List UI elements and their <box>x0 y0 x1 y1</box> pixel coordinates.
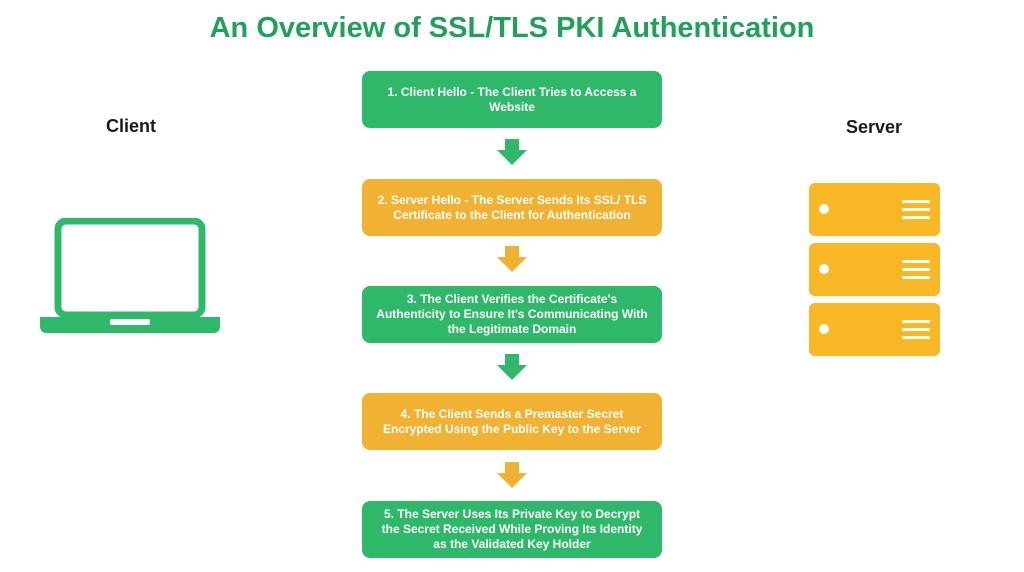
server-light-icon <box>819 324 829 334</box>
page-title: An Overview of SSL/TLS PKI Authenticatio… <box>209 12 815 44</box>
server-vent-icon <box>902 260 930 279</box>
arrow-down-icon <box>497 462 527 488</box>
laptop-icon <box>40 218 220 333</box>
server-unit <box>809 303 940 356</box>
step-2-server-hello: 2. Server Hello - The Server Sends Its S… <box>362 179 662 236</box>
step-5-decrypt-secret: 5. The Server Uses Its Private Key to De… <box>362 501 662 558</box>
arrow-down-icon <box>497 139 527 165</box>
server-vent-icon <box>902 200 930 219</box>
server-label: Server <box>846 117 903 137</box>
server-light-icon <box>819 264 829 274</box>
step-1-client-hello: 1. Client Hello - The Client Tries to Ac… <box>362 71 662 128</box>
laptop-screen <box>54 218 206 319</box>
client-label: Client <box>106 116 157 136</box>
arrow-down-icon <box>497 354 527 380</box>
server-vent-icon <box>902 320 930 339</box>
server-light-icon <box>819 204 829 214</box>
server-unit <box>809 243 940 296</box>
step-3-verify-certificate: 3. The Client Verifies the Certificate's… <box>362 286 662 343</box>
server-unit <box>809 183 940 236</box>
arrow-down-icon <box>497 246 527 272</box>
laptop-trackpad <box>110 319 150 325</box>
step-4-premaster-secret: 4. The Client Sends a Premaster Secret E… <box>362 393 662 450</box>
